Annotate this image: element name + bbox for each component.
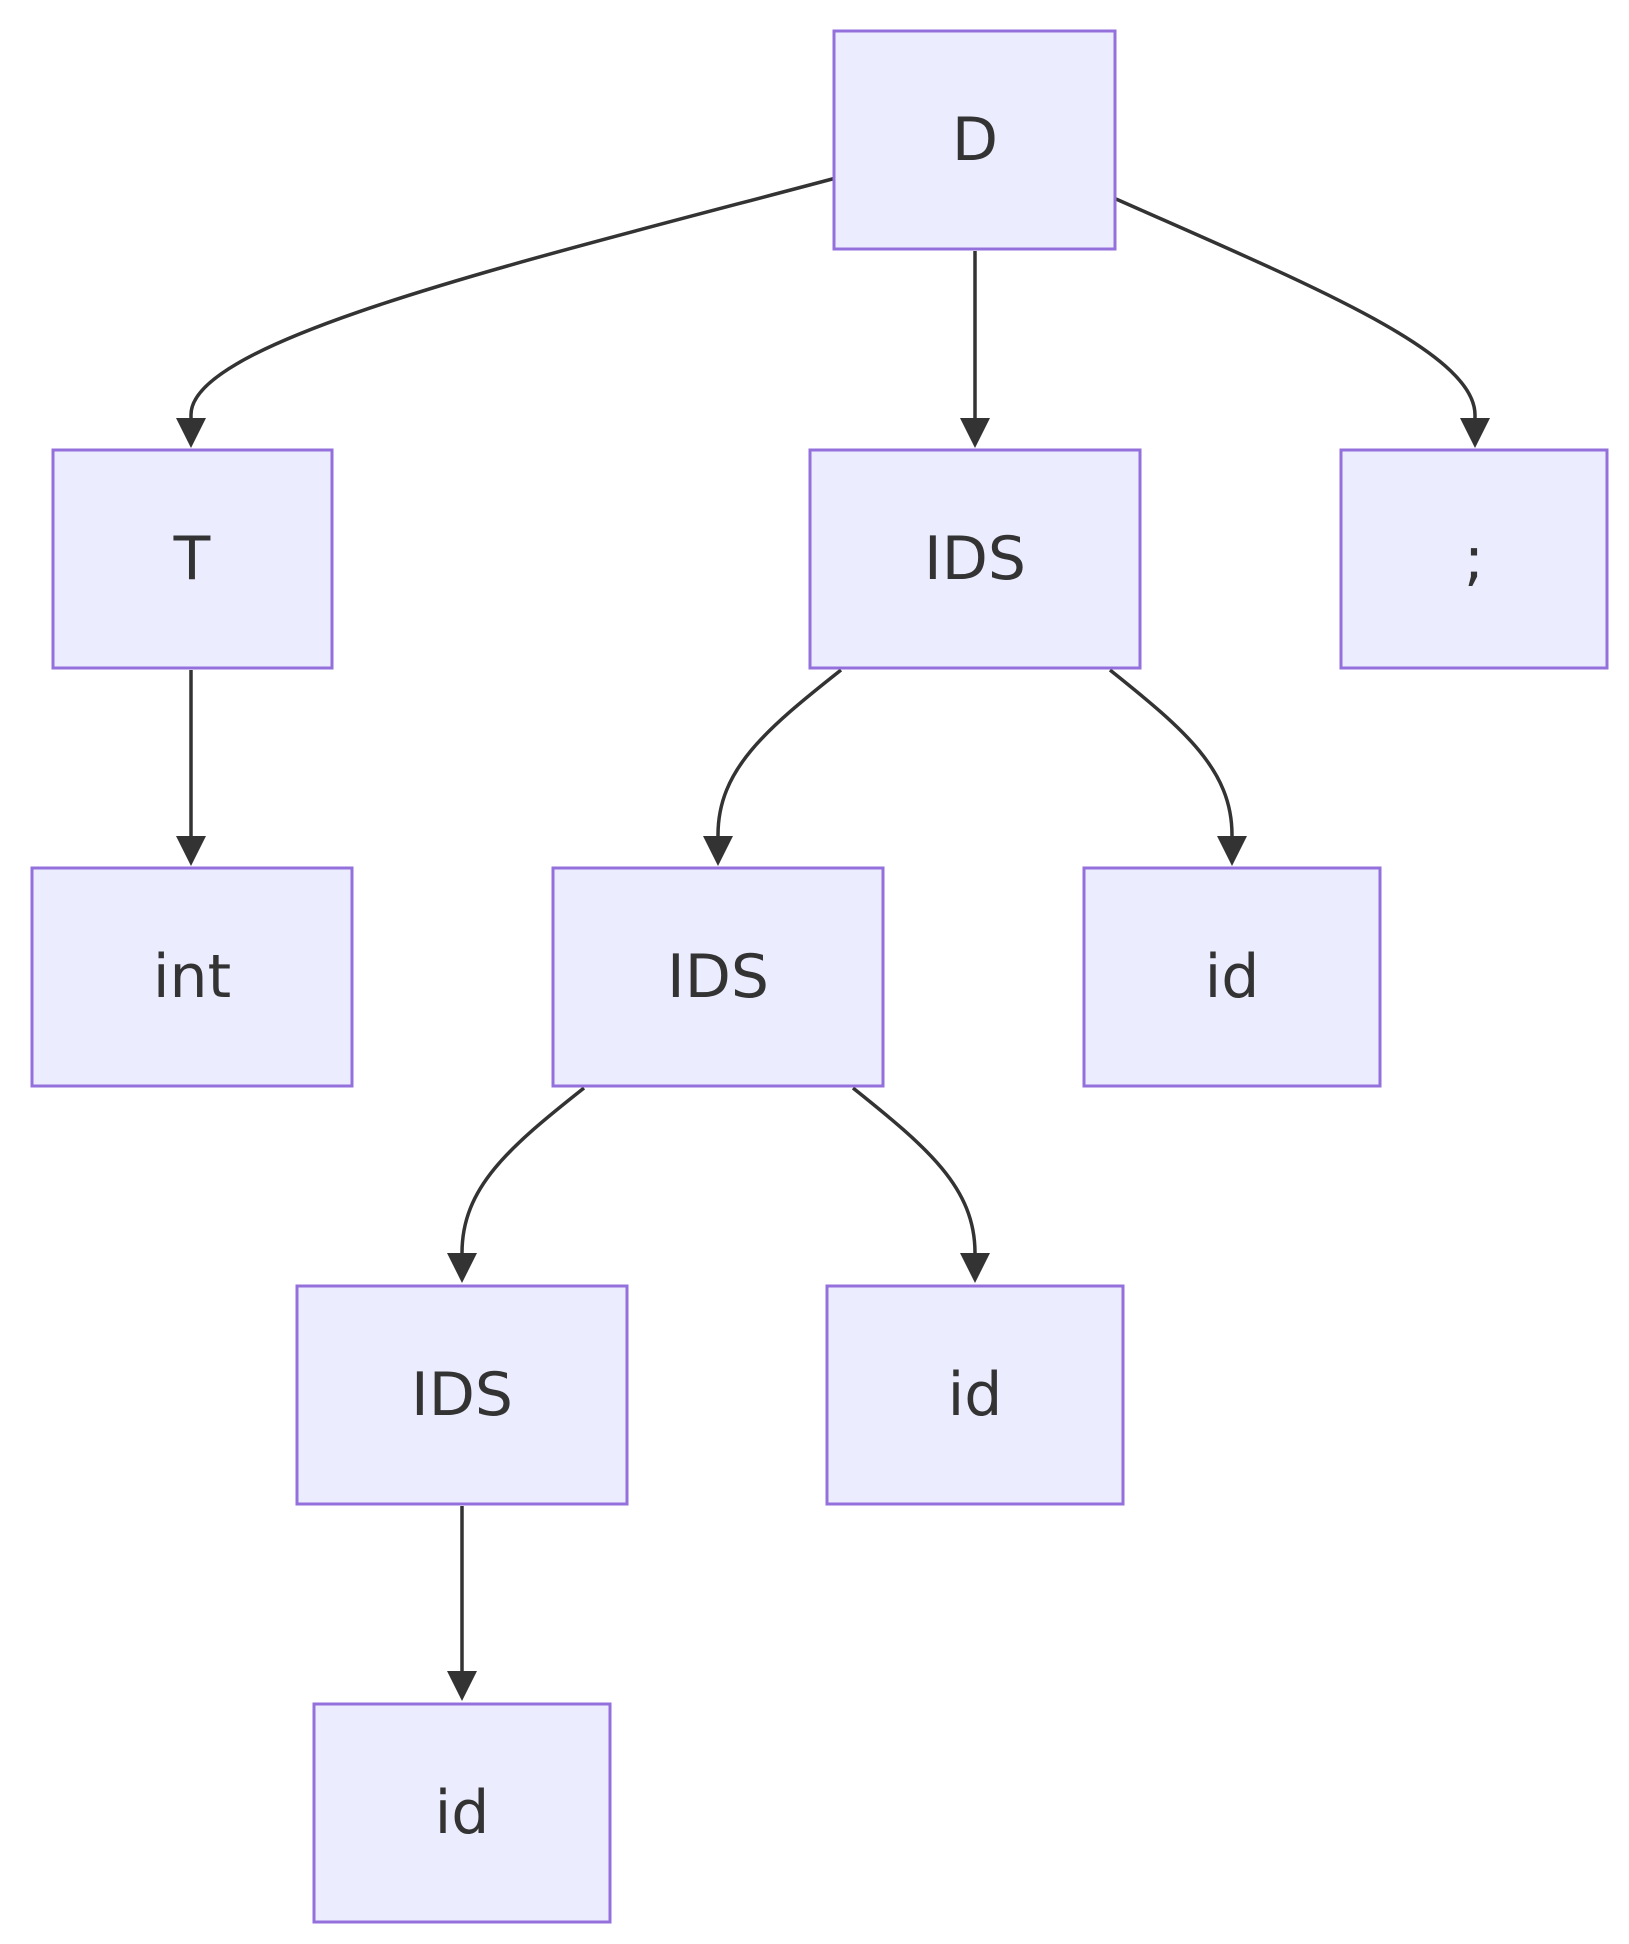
node-id-level2: id	[1082, 866, 1382, 1088]
node-id-level3-label: id	[948, 1360, 1003, 1430]
node-t: T	[51, 448, 334, 670]
node-ids-level2: IDS	[551, 866, 885, 1088]
node-int: int	[30, 866, 354, 1088]
arrowhead-id1	[1217, 836, 1247, 866]
node-id-level3: id	[825, 1284, 1125, 1506]
arrowhead-ids2	[703, 836, 733, 866]
edge-ids2-to-id2	[851, 1086, 977, 1260]
node-ids-level1: IDS	[808, 448, 1142, 670]
edge-ids1-to-id1	[1108, 668, 1234, 843]
node-ids-level2-label: IDS	[667, 942, 769, 1012]
node-id-level2-box	[1082, 866, 1382, 1088]
node-id-level2-label: id	[1205, 942, 1260, 1012]
edge-d-to-semicolon	[1115, 197, 1477, 425]
arrowhead-t	[176, 418, 206, 448]
node-ids-level3-label: IDS	[411, 1360, 513, 1430]
node-d-box	[832, 29, 1117, 251]
node-semicolon-label: ;	[1464, 524, 1484, 594]
node-int-box	[30, 866, 354, 1088]
node-ids-level3: IDS	[295, 1284, 629, 1506]
node-id-level4-label: id	[435, 1778, 490, 1848]
edge-ids1-to-ids2	[716, 668, 843, 843]
node-id-level4-box	[312, 1702, 612, 1924]
arrowhead-id3	[447, 1671, 477, 1701]
node-t-box	[51, 448, 334, 670]
node-semicolon-box	[1339, 448, 1609, 670]
node-id-level3-box	[825, 1284, 1125, 1506]
edge-d-to-t	[189, 176, 837, 425]
node-ids-level3-box	[295, 1284, 629, 1506]
arrowhead-id2	[960, 1253, 990, 1283]
node-id-level4: id	[312, 1702, 612, 1924]
arrowhead-ids1	[960, 418, 990, 448]
node-d-label: D	[952, 105, 998, 175]
edge-ids2-to-ids3	[460, 1086, 586, 1260]
node-t-label: T	[173, 524, 211, 594]
arrowhead-semicolon	[1460, 418, 1490, 448]
arrowhead-int	[176, 836, 206, 866]
node-ids-level1-box	[808, 448, 1142, 670]
node-semicolon: ;	[1339, 448, 1609, 670]
edges	[176, 176, 1490, 1701]
node-ids-level1-label: IDS	[924, 524, 1026, 594]
node-ids-level2-box	[551, 866, 885, 1088]
node-int-label: int	[153, 942, 231, 1012]
node-d: D	[832, 29, 1117, 251]
arrowhead-ids3	[447, 1253, 477, 1283]
